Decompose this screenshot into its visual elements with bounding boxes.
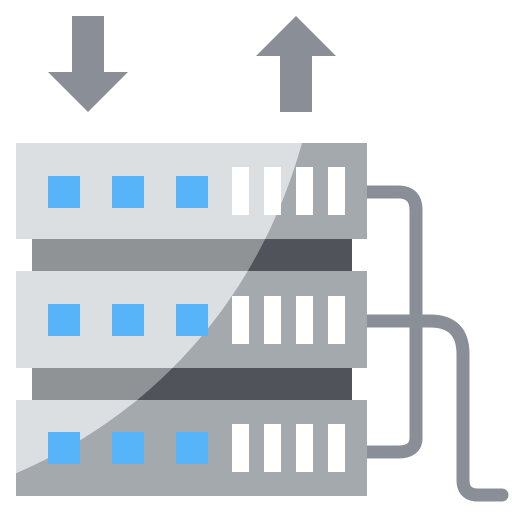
cable-middle bbox=[358, 314, 509, 502]
led-icon bbox=[176, 304, 208, 336]
vent-slot bbox=[264, 167, 281, 215]
status-leds bbox=[48, 176, 208, 464]
led-icon bbox=[112, 176, 144, 208]
vent-slot bbox=[296, 296, 313, 344]
vent-slot bbox=[232, 167, 249, 215]
led-icon bbox=[48, 432, 80, 464]
upload-arrow-icon bbox=[256, 16, 336, 112]
vent-slot bbox=[232, 424, 249, 472]
rack-gaps bbox=[32, 238, 352, 401]
vent-slot bbox=[264, 424, 281, 472]
led-icon bbox=[176, 176, 208, 208]
led-icon bbox=[112, 304, 144, 336]
led-icon bbox=[112, 432, 144, 464]
led-icon bbox=[48, 176, 80, 208]
transfer-arrows bbox=[48, 16, 336, 112]
vent-slot bbox=[296, 167, 313, 215]
vent-slot bbox=[328, 424, 345, 472]
cables bbox=[358, 185, 509, 502]
download-arrow-icon bbox=[48, 16, 128, 112]
led-icon bbox=[176, 432, 208, 464]
vent-slot bbox=[328, 167, 345, 215]
vent-slot bbox=[232, 296, 249, 344]
vent-slot bbox=[328, 296, 345, 344]
led-icon bbox=[48, 304, 80, 336]
vent-slot bbox=[296, 424, 313, 472]
vent-slots bbox=[232, 167, 345, 472]
vent-slot bbox=[264, 296, 281, 344]
